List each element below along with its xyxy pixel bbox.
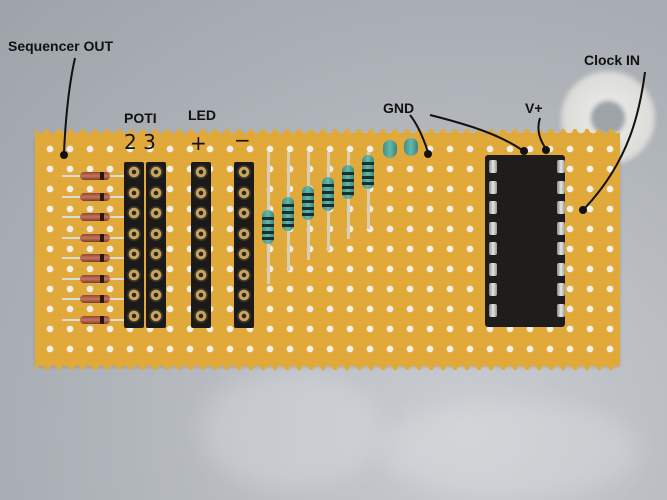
diode [62,233,132,242]
resistor [362,155,374,189]
socket-pin [127,165,141,179]
ic-pin [557,180,565,194]
socket-pin [194,185,208,200]
socket-pin [237,165,251,179]
ic-pin [489,160,497,173]
label-sequencer-out: Sequencer OUT [8,38,114,54]
label-clock-in: Clock IN [584,52,641,68]
socket-pin [127,288,141,302]
ic-pin [489,303,497,317]
socket-pin [127,267,141,282]
resistor [302,186,314,220]
led-plus-header [191,162,211,328]
socket-pin [237,267,251,282]
ic-pin [489,221,497,235]
socket-pin [194,288,208,302]
diode [62,315,132,324]
socket-pin [194,247,208,261]
resistor [383,140,397,158]
socket-pin [127,185,141,200]
socket-pin [237,185,251,200]
ic-pin [489,262,497,276]
ic-pin [557,221,565,235]
diode [62,254,132,262]
socket-pin [237,206,251,220]
socket-pin [127,308,141,323]
label-led-minus: − [234,128,251,152]
ic-pin [557,283,565,296]
ic-pin [557,201,565,214]
label-vplus: V+ [525,100,543,116]
resistor [404,138,418,156]
socket-pin [149,165,163,179]
diode [62,213,132,221]
diode [62,274,132,283]
board-edge-top [35,129,620,139]
socket-pin [237,247,251,261]
ic-pin [557,262,565,276]
resistor [282,197,294,231]
diode [62,295,132,303]
led-minus-header [234,162,254,328]
socket-pin [194,165,208,179]
socket-pin [149,185,163,200]
resistor [262,210,274,244]
resistor [322,177,334,211]
board-edge-bottom [35,362,620,370]
socket-pin [149,267,163,282]
socket-pin [237,226,251,241]
socket-pin [127,247,141,261]
poti-header-3 [146,162,166,328]
diode [62,172,132,180]
label-poti: POTI [124,110,157,126]
socket-pin [127,206,141,220]
socket-pin [194,308,208,323]
socket-pin [149,206,163,220]
ic-pin [489,201,497,214]
socket-pin [149,288,163,302]
socket-pin [149,308,163,323]
socket-pin [237,308,251,323]
socket-pin [149,247,163,261]
label-gnd: GND [383,100,415,116]
label-led: LED [188,107,216,123]
poti-header-2 [124,162,144,328]
label-poti-numbers: 2 3 [124,130,156,154]
resistor [342,165,354,199]
socket-pin [237,288,251,302]
ic-pin [489,242,497,255]
integrated-circuit [485,155,565,327]
ic-pin [489,180,497,194]
socket-pin [194,226,208,241]
socket-pin [194,206,208,220]
socket-pin [149,226,163,241]
label-led-plus: + [190,131,207,155]
socket-pin [127,226,141,241]
ic-pin [557,242,565,255]
diode [62,192,132,201]
background-highlight [380,400,640,500]
ic-pin [489,283,497,296]
ic-pin [557,160,565,173]
background-highlight [200,370,380,490]
socket-pin [194,267,208,282]
resistor-lead [367,152,370,229]
ic-pin [557,303,565,317]
